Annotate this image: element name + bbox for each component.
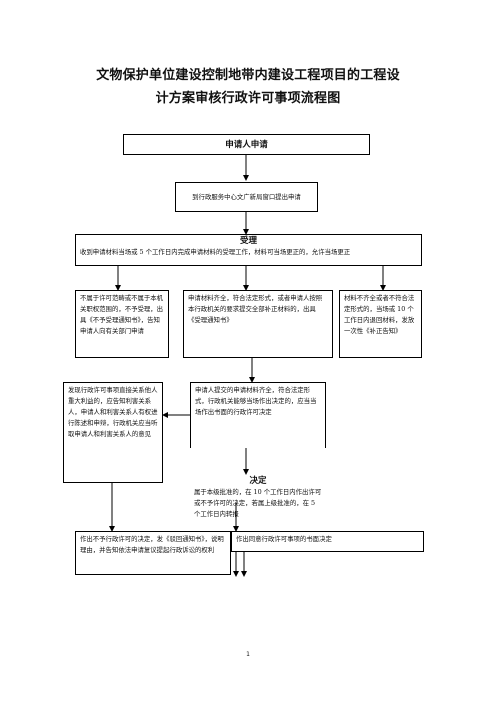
accept-branch-box: 申请材料齐全，符合法定形式，或者申请人按照本行政机关的要求提交全部补正材料的，出… xyxy=(183,290,333,358)
onsite-decision-box: 申请人提交的申请材料齐全，符合法定形式，行政机关能够当场作出决定的，应当当场作出… xyxy=(190,382,326,448)
decision-text: 属于本级批准的，在 10 个工作日内作出许可或不予许可的决定，若属上级批准的，在… xyxy=(194,488,322,518)
hearing-box: 发现行政许可事项直接关系他人重大利益的，应告知利害关系人，申请人和利害关系人有权… xyxy=(63,382,163,483)
page-title: 文物保护单位建设控制地带内建设工程项目的工程设 计方案审核行政许可事项流程图 xyxy=(40,64,456,110)
title-line-1: 文物保护单位建设控制地带内建设工程项目的工程设 xyxy=(96,68,400,83)
reject-branch-box: 不属于许可范畴或不属于本机关职权范围的，不予受理，出具《不予受理通知书》，告知申… xyxy=(75,290,169,358)
deny-decision-box: 作出不予行政许可的决定，发《驳回通知书》，说明理由，并告知依法申请复议提起行政诉… xyxy=(75,531,231,575)
acceptance-box: 受理 收到申请材料当场或 5 个工作日内完成申请材料的受理工作，材料可当场更正的… xyxy=(75,234,422,266)
acceptance-text: 收到申请材料当场或 5 个工作日内完成申请材料的受理工作，材料可当场更正的，允许… xyxy=(80,248,351,256)
submit-application-box: 到行政服务中心文广新局窗口提出申请 xyxy=(175,182,318,212)
page-number: 1 xyxy=(246,651,250,658)
decision-heading: 决定 xyxy=(249,476,267,486)
decision-box: 决定 属于本级批准的，在 10 个工作日内作出许可或不予许可的决定，若属上级批准… xyxy=(190,474,326,530)
correction-branch-box: 材料不齐全或者不符合法定形式的，当场或 10 个工作日内退回材料，发放一次性《补… xyxy=(339,290,422,358)
apply-box: 申请人申请 xyxy=(123,134,370,155)
acceptance-heading: 受理 xyxy=(239,236,257,246)
title-line-2: 计方案审核行政许可事项流程图 xyxy=(155,91,341,106)
grant-decision-box: 作出同意行政许可事项的书面决定 xyxy=(231,531,424,552)
